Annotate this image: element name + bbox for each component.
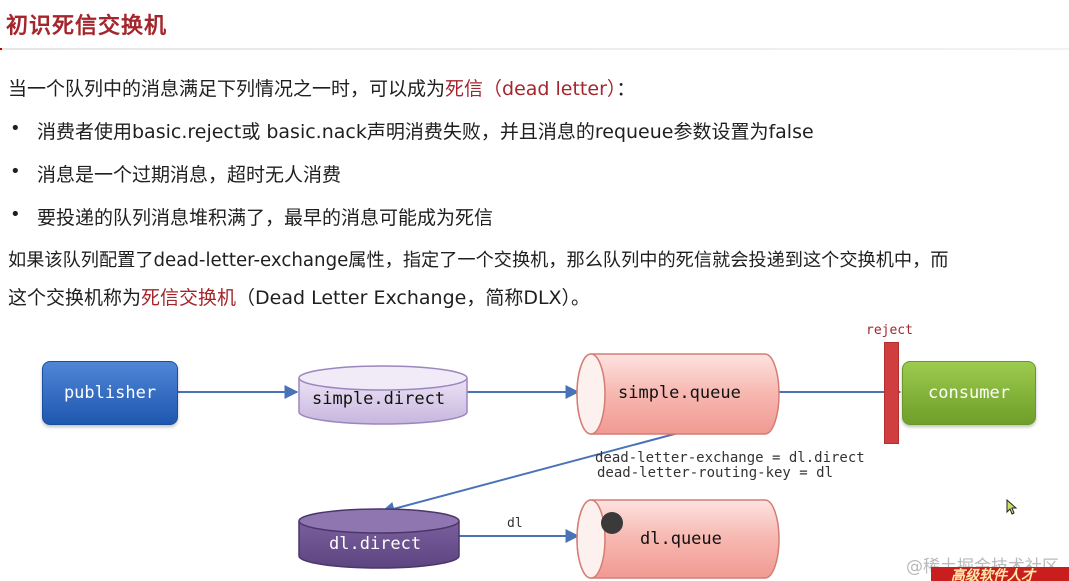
publisher-label: publisher	[63, 383, 157, 403]
dead-message-dot	[601, 512, 623, 534]
mouse-cursor-icon	[1006, 499, 1018, 515]
simple-queue-label: simple.queue	[618, 383, 741, 403]
simple-queue	[576, 353, 780, 435]
dl-queue	[576, 499, 780, 579]
paragraph-line-2: 这个交换机称为死信交换机（Dead Letter Exchange，简称DLX）…	[8, 283, 590, 310]
publisher-node: publisher	[42, 361, 178, 425]
consumer-label: consumer	[928, 383, 1010, 403]
bullet-dot-3: •	[10, 204, 21, 225]
simple-direct-exchange	[298, 365, 468, 425]
bullet-item-3: 要投递的队列消息堆积满了，最早的消息可能成为死信	[37, 207, 494, 229]
arrow-queue-to-dlx	[380, 431, 683, 516]
footer-banner-text: 高级软件人才	[951, 568, 1035, 581]
paragraph-highlight: 死信交换机	[141, 287, 237, 309]
intro-line: 当一个队列中的消息满足下列情况之一时，可以成为死信（dead letter）：	[8, 74, 635, 101]
dl-direct-exchange	[298, 508, 460, 569]
slide-title: 初识死信交换机	[6, 14, 168, 39]
footer-banner: 高级软件人才	[931, 567, 1069, 581]
title-divider	[0, 48, 1069, 50]
paragraph-line-1: 如果该队列配置了dead-letter-exchange属性，指定了一个交换机，…	[8, 250, 949, 271]
dlx-config-line-1: dead-letter-exchange = dl.direct	[595, 450, 865, 466]
intro-prefix: 当一个队列中的消息满足下列情况之一时，可以成为	[8, 78, 446, 100]
paragraph-suffix: （Dead Letter Exchange，简称DLX）。	[236, 287, 591, 309]
dlx-config-line-2: dead-letter-routing-key = dl	[597, 465, 834, 481]
dl-routing-label: dl	[507, 516, 523, 531]
paragraph-prefix: 这个交换机称为	[8, 287, 142, 309]
intro-highlight: 死信（dead letter）	[445, 78, 617, 100]
dl-queue-label: dl.queue	[640, 529, 722, 549]
bullet-item-2: 消息是一个过期消息，超时无人消费	[37, 164, 342, 186]
reject-barrier	[884, 342, 899, 444]
consumer-node: consumer	[902, 361, 1036, 425]
bullet-dot-2: •	[10, 161, 21, 182]
bullet-item-1: 消费者使用basic.reject或 basic.nack声明消费失败，并且消息…	[37, 121, 814, 143]
simple-direct-label: simple.direct	[312, 389, 446, 409]
bullet-dot-1: •	[10, 118, 21, 139]
intro-suffix: ：	[616, 78, 636, 100]
dl-direct-label: dl.direct	[329, 534, 422, 554]
reject-label: reject	[866, 323, 913, 338]
